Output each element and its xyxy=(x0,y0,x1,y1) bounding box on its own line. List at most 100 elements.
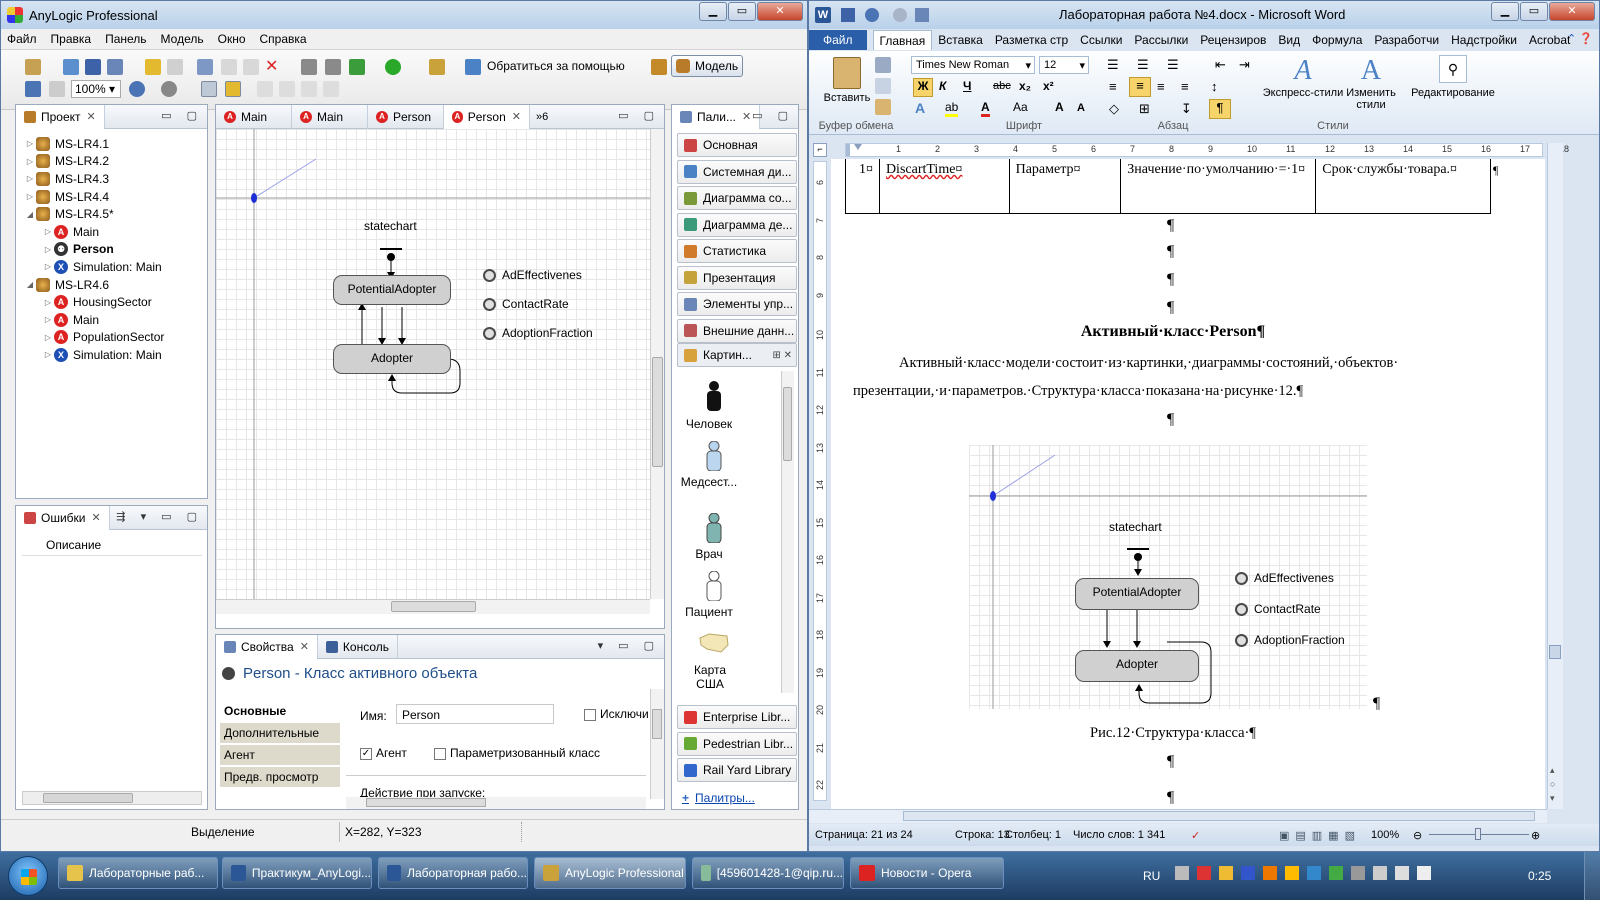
tray-icon[interactable] xyxy=(1219,866,1233,880)
text-effects-button[interactable]: A xyxy=(915,100,926,116)
run-icon[interactable] xyxy=(385,59,401,75)
start-button[interactable] xyxy=(8,856,48,896)
collapsed-arrow-icon[interactable]: ▷ xyxy=(26,156,34,166)
snap-icon[interactable] xyxy=(225,81,241,97)
decrease-indent-button[interactable]: ⇤ xyxy=(1215,57,1226,72)
underline-button[interactable]: Ч xyxy=(963,79,972,93)
collapsed-arrow-icon[interactable]: ▷ xyxy=(44,332,52,342)
bullets-button[interactable]: ☰ xyxy=(1107,57,1119,72)
ribbon-tab[interactable]: Вид xyxy=(1278,33,1301,47)
tree-item[interactable]: ▷MS-LR4.1 xyxy=(24,135,164,153)
superscript-button[interactable]: x² xyxy=(1043,79,1054,93)
ribbon-tab[interactable]: Формула xyxy=(1312,33,1363,47)
increase-indent-button[interactable]: ⇥ xyxy=(1239,57,1250,72)
status-line[interactable]: Строка: 13 xyxy=(955,829,1010,841)
tray-icon[interactable] xyxy=(1263,866,1277,880)
person-icon[interactable] xyxy=(704,381,724,411)
italic-button[interactable]: К xyxy=(939,79,947,93)
collapsed-arrow-icon[interactable]: ▷ xyxy=(44,350,52,360)
tree-item[interactable]: ▷MS-LR4.3 xyxy=(24,170,164,188)
taskbar-button[interactable]: Практикум_AnyLogi... xyxy=(222,857,372,889)
open-icon[interactable] xyxy=(63,59,79,75)
panel-minmax[interactable]: ▭ ▢ xyxy=(618,110,660,122)
subscript-button[interactable]: x₂ xyxy=(1019,79,1032,93)
show-desktop-button[interactable] xyxy=(1584,852,1600,900)
align3-icon[interactable] xyxy=(301,81,317,97)
more-tabs-button[interactable]: »6 xyxy=(536,110,549,123)
maximize-button[interactable]: ▭ xyxy=(728,2,756,21)
collapsed-arrow-icon[interactable]: ▷ xyxy=(44,297,52,307)
property-section-tab[interactable]: Дополнительные xyxy=(220,723,340,743)
doctor-icon[interactable] xyxy=(704,513,724,543)
word-close-button[interactable]: ✕ xyxy=(1549,2,1595,21)
tab-errors[interactable]: Ошибки✕ xyxy=(16,506,110,530)
format-painter-icon[interactable] xyxy=(875,99,891,115)
ribbon-tab[interactable]: Надстройки xyxy=(1451,33,1517,47)
parameter[interactable]: AdoptionFraction xyxy=(483,326,593,340)
justify-button[interactable]: ≡ xyxy=(1181,79,1189,94)
word-maximize-button[interactable]: ▭ xyxy=(1520,2,1548,21)
collapsed-arrow-icon[interactable]: ▷ xyxy=(44,227,52,237)
help-button[interactable]: Обратиться за помощью xyxy=(487,59,625,73)
align-left-button[interactable]: ≡ xyxy=(1109,79,1117,94)
help-icon[interactable] xyxy=(465,59,481,75)
panel-minmax[interactable]: ▭ ▢ xyxy=(752,110,794,122)
menu-item[interactable]: Справка xyxy=(259,32,307,46)
collapsed-arrow-icon[interactable]: ▷ xyxy=(44,244,52,254)
paste-icon[interactable] xyxy=(243,59,259,75)
tab-properties[interactable]: Свойства✕ xyxy=(216,635,318,659)
embedded-figure[interactable]: statechart PotentialAdopter Adopter AdEf… xyxy=(969,445,1367,709)
menu-item[interactable]: Окно xyxy=(217,32,246,46)
property-section-tab[interactable]: Предв. просмотр xyxy=(220,767,340,787)
numbering-button[interactable]: ☰ xyxy=(1137,57,1149,72)
align-center-button[interactable]: ≡ xyxy=(1129,77,1151,97)
tray-icon[interactable] xyxy=(1197,866,1211,880)
usa-map-icon[interactable] xyxy=(699,633,729,653)
bold-button[interactable]: Ж xyxy=(913,78,933,97)
status-zoom[interactable]: 100% xyxy=(1371,829,1400,841)
tree-item[interactable]: ▷MS-LR4.2 xyxy=(24,153,164,171)
minimize-button[interactable]: ▁ xyxy=(699,2,727,21)
word-minimize-button[interactable]: ▁ xyxy=(1491,2,1519,21)
volume-icon[interactable] xyxy=(1395,866,1409,880)
tray-icon[interactable] xyxy=(1351,866,1365,880)
zoom-in-icon[interactable]: ⊕ xyxy=(1531,829,1541,842)
zoom-thumb[interactable] xyxy=(1475,828,1481,840)
spellcheck-icon[interactable]: ✓ xyxy=(1191,829,1201,842)
close-icon[interactable]: ✕ xyxy=(511,111,521,123)
highlight-button[interactable]: ab xyxy=(945,100,959,117)
collapsed-arrow-icon[interactable]: ▷ xyxy=(26,139,34,149)
patient-icon[interactable] xyxy=(704,571,724,601)
change-case-button[interactable]: Aa xyxy=(1013,100,1028,114)
save-icon[interactable] xyxy=(85,59,101,75)
ribbon-tab[interactable]: Acrobat xyxy=(1528,33,1571,47)
ribbon-tab[interactable]: Ссылки xyxy=(1080,33,1123,47)
palette-section[interactable]: Презентация xyxy=(677,265,797,290)
clock[interactable]: 0:25 xyxy=(1528,869,1552,883)
font-color-button[interactable]: A xyxy=(981,100,990,117)
view-buttons[interactable]: ▣▤▥▦▧ xyxy=(1279,829,1361,842)
tree-item[interactable]: ◢MS-LR4.5* xyxy=(24,205,164,223)
taskbar-button[interactable]: AnyLogic Professional xyxy=(534,857,686,889)
quick-styles-button[interactable]: A Экспресс-стили xyxy=(1261,55,1345,99)
taskbar-button[interactable]: Лабораторная рабо... xyxy=(378,857,528,889)
shrink-font-button[interactable]: A xyxy=(1077,102,1085,114)
status-column[interactable]: Столбец: 1 xyxy=(1005,829,1061,841)
palettes-link[interactable]: + Палитры... xyxy=(682,791,755,805)
palette-library[interactable]: Pedestrian Libr... xyxy=(677,731,797,756)
copy-icon[interactable] xyxy=(875,78,891,94)
build-icon[interactable] xyxy=(301,59,317,75)
taskbar-button[interactable]: Новости - Opera xyxy=(850,857,1004,889)
multilevel-button[interactable]: ☰ xyxy=(1167,57,1179,72)
palette-section[interactable]: Диаграмма де... xyxy=(677,212,797,237)
word-hscrollbar[interactable] xyxy=(809,809,1547,823)
expanded-arrow-icon[interactable]: ◢ xyxy=(26,209,34,219)
ribbon-tab[interactable]: Главная xyxy=(872,30,933,50)
change-styles-button[interactable]: A Изменить стили xyxy=(1341,55,1401,111)
